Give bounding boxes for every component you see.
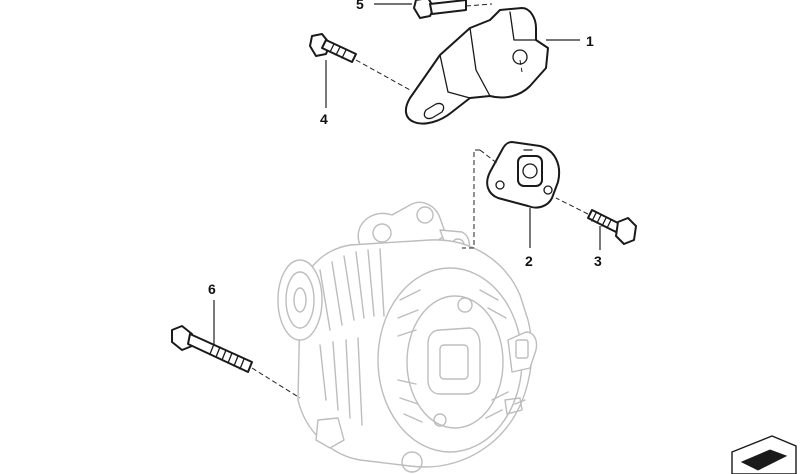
bolt-part-3 xyxy=(587,209,637,245)
bolt-part-5 xyxy=(413,0,467,19)
alternator-stud-bottom xyxy=(401,451,423,473)
callout-1: 1 xyxy=(586,33,594,49)
leader-lines xyxy=(213,3,601,344)
alternator-connector-socket xyxy=(515,339,529,359)
plate-part-2 xyxy=(486,141,560,209)
alternator-lower-foot xyxy=(315,417,345,449)
bolt-4-shank xyxy=(321,39,357,63)
bracket-part-1 xyxy=(404,7,549,125)
alternator-rear-cover-inner xyxy=(406,295,504,429)
callout-4: 4 xyxy=(320,111,328,127)
callout-5: 5 xyxy=(356,0,364,12)
bracket-flange xyxy=(509,11,537,41)
assembly-line-bolt-3 xyxy=(555,197,589,215)
alternator xyxy=(277,201,538,473)
assembly-line-plate-top xyxy=(479,149,499,165)
assembly-line-bracket-down xyxy=(519,59,523,73)
plate-hole-right xyxy=(543,185,553,195)
alternator-pulley xyxy=(277,259,323,341)
assembly-line-bolt-5 xyxy=(465,3,493,7)
assembly-line-bolt-4 xyxy=(355,59,411,91)
plate-hole-left xyxy=(495,180,505,190)
alternator-mount-ear-upper xyxy=(357,201,447,253)
callout-6: 6 xyxy=(208,281,216,297)
bracket-slot xyxy=(423,102,445,120)
assembly-line-bolt-6 xyxy=(251,367,301,399)
bolt-3-thread xyxy=(591,212,612,229)
callout-3: 3 xyxy=(594,253,602,269)
bolt-part-4 xyxy=(309,33,357,63)
bolt-6-shank xyxy=(187,333,253,373)
bolt-4-thread xyxy=(329,43,347,59)
alternator-stud-left xyxy=(433,413,447,427)
callouts: 1 2 3 4 5 6 xyxy=(208,0,602,297)
assembly-line-plate xyxy=(462,149,480,249)
bracket-edge xyxy=(439,27,491,99)
callout-2: 2 xyxy=(525,253,533,269)
bolt-6-thread xyxy=(209,343,245,370)
catalog-corner-icon xyxy=(731,435,797,474)
plate-boss xyxy=(517,155,543,187)
bolt-part-6 xyxy=(171,325,253,373)
alternator-mount-hole-upper xyxy=(372,223,392,243)
assembly-lines xyxy=(251,3,589,399)
bracket-hole xyxy=(512,49,528,65)
alternator-stud-top xyxy=(457,297,473,313)
alternator-regulator xyxy=(427,327,481,395)
alternator-connector xyxy=(507,331,538,373)
bolt-5-shank xyxy=(429,0,467,15)
alternator-rear-slots xyxy=(397,289,509,423)
plate-boss-hole xyxy=(522,163,538,179)
alternator-housing xyxy=(297,239,533,468)
alternator-stud-terminal xyxy=(504,397,526,415)
alternator-cooling-fins-front xyxy=(319,248,385,426)
bolt-3-head xyxy=(615,217,637,245)
bracket-body xyxy=(404,7,549,125)
alternator-pulley-hub xyxy=(293,287,307,313)
alternator-mount-hole-upper-2 xyxy=(416,206,434,224)
alternator-pulley-groove xyxy=(285,271,315,329)
alternator-regulator-inner xyxy=(439,344,469,380)
bolt-5-head xyxy=(413,0,435,19)
